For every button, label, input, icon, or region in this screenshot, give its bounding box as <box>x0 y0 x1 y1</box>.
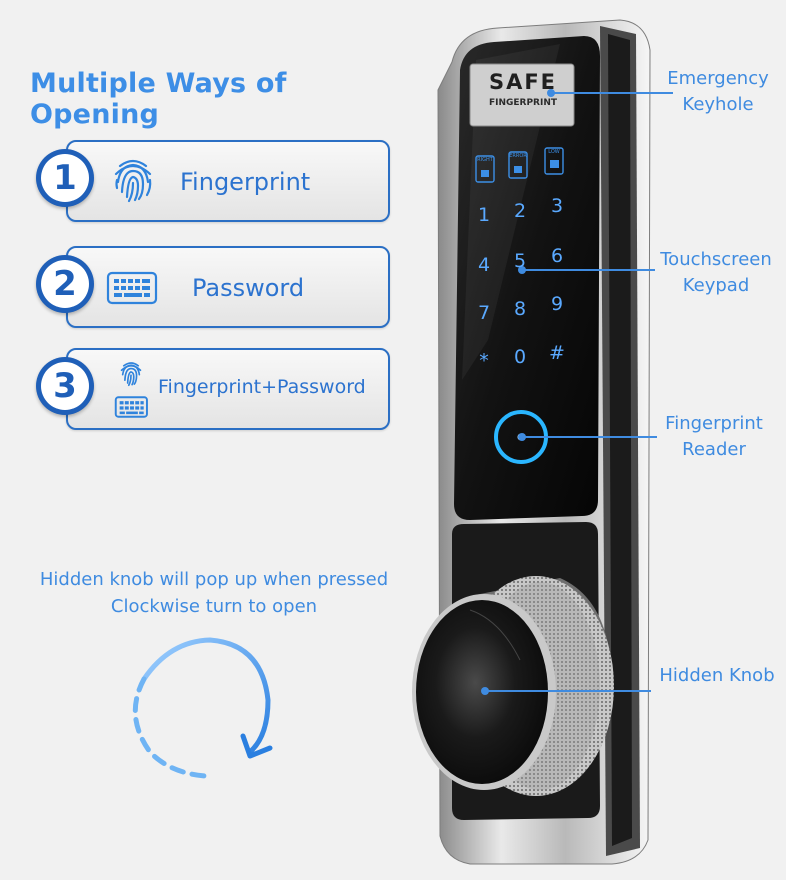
key-4[interactable]: 4 <box>477 254 491 276</box>
method-bar <box>66 246 390 328</box>
callout-line: Reader <box>682 439 746 460</box>
number-badge: 3 <box>36 357 94 415</box>
callout-fingerprint-reader: Fingerprint Reader <box>646 411 782 463</box>
status-icon-right <box>475 155 495 183</box>
method-password: 2 Password <box>36 246 390 328</box>
knob-instruction-line2: Clockwise turn to open <box>110 596 318 617</box>
status-icon-error <box>508 151 528 179</box>
keyboard-icon <box>106 271 158 305</box>
callout-line: Hidden Knob <box>659 665 775 686</box>
callout-line: Emergency <box>667 68 769 89</box>
number-badge: 2 <box>36 255 94 313</box>
key-star[interactable]: * <box>479 350 489 372</box>
method-label: Fingerprint <box>180 168 311 196</box>
status-icon-low <box>544 147 564 175</box>
status-label-low: LOW <box>548 149 560 155</box>
key-7[interactable]: 7 <box>477 302 491 324</box>
brand-logo: SAFE <box>488 70 558 94</box>
page-title: Multiple Ways of Opening <box>30 68 287 130</box>
status-label-error: ERROR <box>509 153 527 159</box>
key-0[interactable]: 0 <box>513 346 527 368</box>
callout-line: Keypad <box>682 275 750 296</box>
key-5[interactable]: 5 <box>513 250 527 272</box>
key-2[interactable]: 2 <box>513 200 527 222</box>
callout-line: Keyhole <box>682 94 754 115</box>
callout-touchscreen-keypad: Touchscreen Keypad <box>648 247 784 299</box>
key-3[interactable]: 3 <box>550 195 564 217</box>
key-8[interactable]: 8 <box>513 298 527 320</box>
number-badge: 1 <box>36 149 94 207</box>
callout-emergency-keyhole: Emergency Keyhole <box>650 66 786 118</box>
knob-instruction-line1: Hidden knob will pop up when pressed <box>39 569 389 590</box>
fingerprint-icon <box>114 159 152 203</box>
fingerprint-icon <box>120 362 142 387</box>
method-fingerprint: 1 Fingerprint <box>36 140 390 222</box>
key-1[interactable]: 1 <box>477 204 491 226</box>
method-label: Fingerprint+Password <box>158 376 366 398</box>
emergency-keyhole-plate <box>469 63 575 127</box>
method-fingerprint-password: 3 Fingerprint+Password <box>36 348 390 430</box>
callout-line: Touchscreen <box>660 249 772 270</box>
key-6[interactable]: 6 <box>550 245 564 267</box>
method-label: Password <box>192 274 305 302</box>
key-9[interactable]: 9 <box>550 293 564 315</box>
keyboard-icon <box>114 396 148 418</box>
brand-subtitle: FINGERPRINT <box>488 98 558 108</box>
status-label-right: RIGHT <box>477 157 493 163</box>
callout-hidden-knob: Hidden Knob <box>650 663 784 689</box>
key-hash[interactable]: # <box>549 342 565 364</box>
callout-line: Fingerprint <box>665 413 763 434</box>
